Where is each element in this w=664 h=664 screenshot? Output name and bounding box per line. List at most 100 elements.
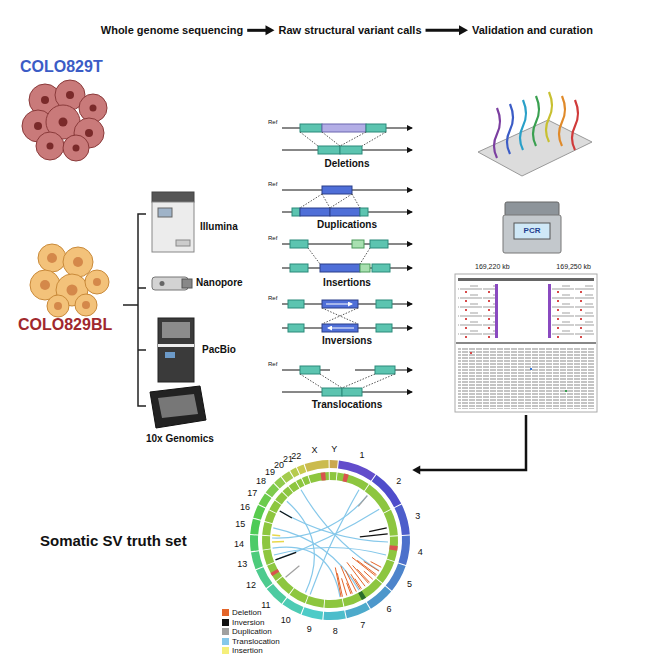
deletion-tick: [357, 569, 369, 582]
sv-schematics-part: [290, 240, 308, 248]
chromosome-label: 9: [307, 623, 312, 633]
igv-screenshot-part: [458, 347, 594, 409]
sv-schematics-part: [300, 374, 395, 388]
sv-schematics-part-part: [300, 194, 360, 208]
panel-title: Somatic SV truth set: [40, 532, 187, 549]
ring-segment: [365, 485, 391, 513]
heading-text: Whole genome sequencing: [101, 24, 243, 37]
sv-schematics-part: [366, 124, 386, 132]
sv-schematics-part: [376, 324, 392, 332]
ref-label: Ref: [268, 181, 277, 188]
heading-text: Raw structural variant calls: [278, 24, 421, 37]
nanopore-icon-part: [182, 279, 192, 288]
pcr-machine-part: [505, 202, 559, 216]
ring-segment: [323, 611, 345, 620]
ring-segment: [376, 560, 394, 584]
ring-segment: [262, 522, 272, 536]
sv-schematics-part-part: [308, 248, 370, 264]
sv-schematics-part: [300, 208, 330, 216]
microarray-icon-part-part: [546, 92, 552, 142]
platform-label: Illumina: [200, 221, 238, 233]
coordinate-label: 169,250 kb: [556, 263, 591, 271]
tumor-cells-part-part: [79, 94, 107, 122]
ring-segment: [253, 505, 265, 520]
illumina-icon-part: [176, 240, 190, 246]
normal-cells-part-part: [47, 295, 69, 317]
ring-segment: [263, 549, 274, 565]
normal-cells-part-part: [93, 278, 101, 286]
duplication-tick: [286, 566, 300, 578]
igv-screenshot-part: [530, 368, 532, 370]
legend-text: Translocation: [232, 637, 280, 646]
sv-schematics-part: [352, 240, 364, 248]
heading-text: Validation and curation: [472, 24, 594, 37]
ring-segment: [387, 536, 398, 561]
sv-schematics-part: [300, 124, 322, 132]
screen-label: PCR: [524, 226, 541, 235]
chromosome-label: 15: [235, 519, 245, 529]
pacbio-icon-part: [165, 352, 175, 358]
sv-schematics-part-part: [328, 328, 354, 329]
normal-cells-part: [40, 253, 101, 310]
nanopore-icon-part: [160, 281, 165, 286]
nanopore-icon: [152, 277, 192, 290]
legend-swatch: [222, 619, 229, 626]
chromosome-label: 8: [333, 626, 338, 636]
deletion-tick: [351, 574, 360, 589]
connector-line: [419, 415, 526, 470]
chromosome-label: 14: [234, 539, 244, 549]
normal-cells-part-part: [85, 270, 109, 294]
chromosome-label: 5: [407, 579, 412, 589]
inversion-tick: [369, 528, 387, 532]
10x-icon-part: [150, 386, 206, 428]
inversion-tick: [360, 534, 388, 537]
bracket-part: [138, 214, 146, 406]
legend-swatch: [222, 628, 229, 635]
sample-name: COLO829T: [20, 58, 103, 76]
chromosome-label: 17: [247, 488, 257, 498]
ring-segment: [297, 464, 306, 474]
sv-schematics-part: [318, 146, 340, 154]
chromosome-label: 2: [396, 475, 401, 485]
sv-schematics-part: [288, 324, 304, 332]
sv-schematics-part: [290, 264, 308, 272]
chromosome-label: 20: [274, 459, 284, 469]
sv-schematics-part: [322, 186, 352, 194]
tumor-cells: [22, 80, 107, 161]
sv-schematics-part: [376, 300, 392, 308]
ring-segment: [337, 472, 369, 490]
pacbio-icon-part: [158, 344, 194, 347]
chromosome-label: 4: [418, 547, 423, 557]
igv-screenshot-part: [458, 278, 594, 281]
chromosome-label: 11: [261, 599, 270, 609]
illumina-icon: [152, 192, 194, 252]
flow-arrow: [247, 25, 274, 35]
sv-type-label: Deletions: [324, 158, 369, 170]
sv-schematics-part: [300, 366, 320, 374]
microarray-icon-part-part: [533, 96, 539, 146]
sv-schematics-part: [322, 324, 358, 332]
normal-cells-part-part: [82, 301, 90, 309]
illumina-icon-part: [152, 192, 194, 202]
sv-schematics: [282, 124, 412, 396]
pcr-machine-part: [503, 215, 561, 253]
sv-schematics-part: [322, 124, 366, 132]
ref-label: Ref: [268, 361, 277, 368]
ring-segment: [321, 472, 326, 480]
sv-schematics-part-part: [300, 374, 395, 388]
tumor-cells-part-part: [66, 91, 74, 99]
tumor-cells-part-part: [47, 143, 54, 150]
step-heading: Validation and curation: [472, 24, 594, 37]
sv-schematics-part: [322, 300, 358, 308]
ring-segment: [398, 536, 410, 565]
igv-screenshot-part: [458, 284, 496, 338]
insertion-tick: [272, 534, 280, 536]
deletion-tick: [347, 583, 351, 594]
ring-segment: [330, 460, 338, 468]
sv-type-label: Translocations: [312, 399, 383, 411]
microarray-icon: [478, 92, 592, 176]
legend-swatch: [222, 647, 229, 654]
chromosome-label: 16: [240, 502, 250, 512]
duplication-tick: [358, 496, 367, 507]
pacbio-icon: [158, 318, 194, 382]
